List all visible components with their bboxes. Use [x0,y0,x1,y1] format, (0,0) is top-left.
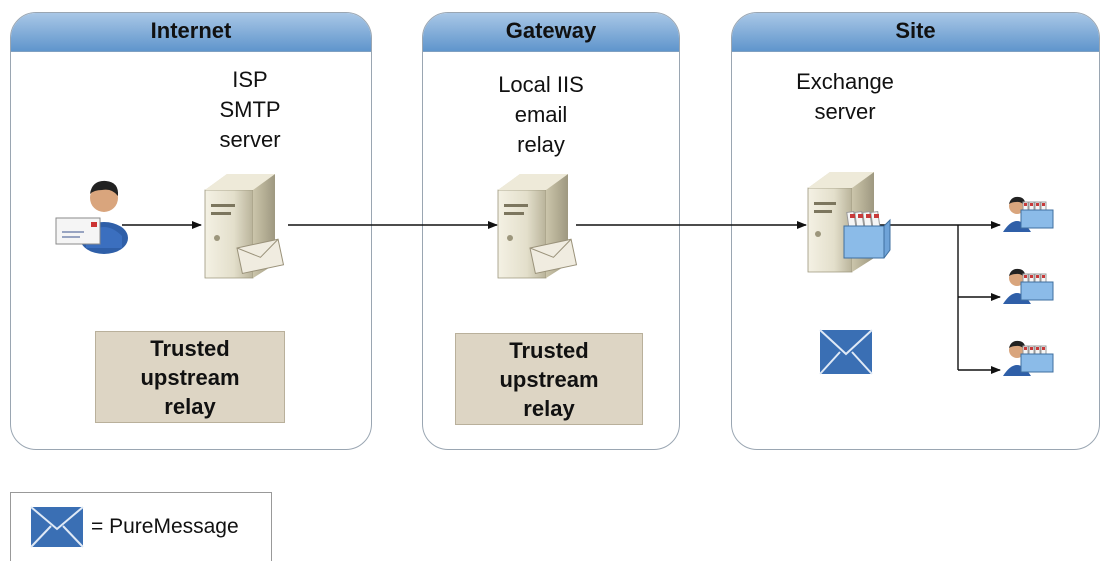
mailbox-user-icon-1 [1003,196,1054,232]
isp-server-icon [204,174,285,279]
exchange-server-label: Exchange server [796,69,894,124]
gateway-server-icon [497,174,578,279]
legend-envelope-icon [30,506,84,548]
trust-line-3: relay [164,393,216,419]
local-iis-relay-label: Local IIS email relay [498,72,584,157]
connectors [122,221,1001,374]
trust-line-2: upstream [499,366,599,392]
mailbox-user-icon-2 [1003,268,1054,304]
legend-label: = PureMessage [91,515,239,538]
trusted-relay-box-internet: Trusted upstream relay [95,331,285,423]
mailbox-tray [843,210,891,259]
legend: = PureMessage [10,492,272,561]
zone-site: Site [731,12,1100,450]
trust-line-2: upstream [140,364,240,390]
trust-line-1: Trusted [150,335,230,361]
mailbox-user-icon-3 [1003,340,1054,376]
zone-site-title: Site [732,13,1099,52]
trust-line-1: Trusted [509,337,589,363]
trust-line-3: relay [523,395,575,421]
zone-internet-title: Internet [11,13,371,52]
zone-gateway-title: Gateway [423,13,679,52]
sender-user-icon [55,180,128,254]
trusted-relay-box-gateway: Trusted upstream relay [455,333,643,425]
isp-smtp-server-label: ISP SMTP server [219,67,281,152]
puremessage-envelope-icon [819,329,873,375]
exchange-server-icon [807,172,891,273]
